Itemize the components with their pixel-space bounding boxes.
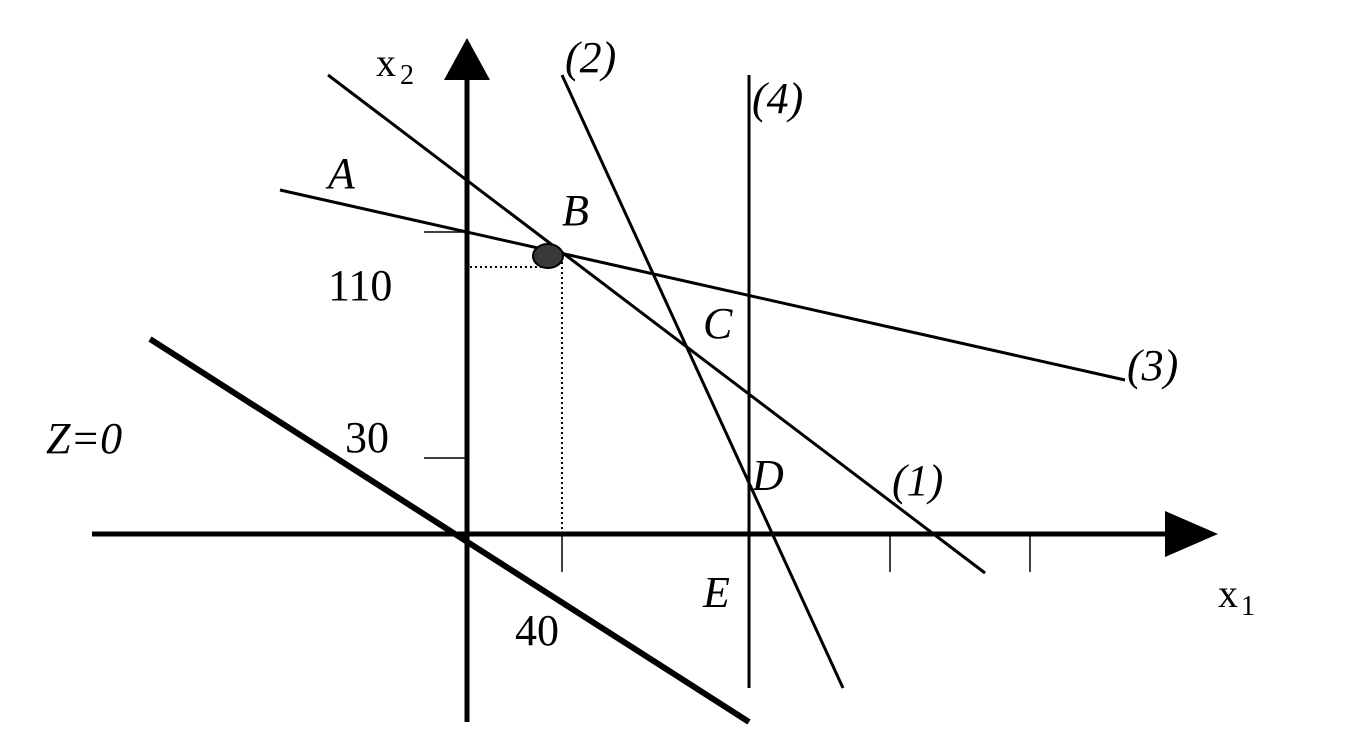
point-e-label: E — [702, 568, 730, 617]
objective-label: Z=0 — [46, 414, 122, 463]
optimal-point-b — [532, 243, 564, 269]
objective-line — [148, 336, 751, 725]
x-axis-label: x — [1218, 571, 1238, 616]
point-c-label: C — [703, 299, 733, 348]
constraint-line-3 — [279, 188, 1126, 382]
tick-label-30: 30 — [345, 413, 389, 462]
line-2-label: (2) — [565, 33, 616, 82]
tick-label-40: 40 — [515, 606, 559, 655]
point-a-label: A — [325, 149, 356, 198]
line-3-label: (3) — [1127, 341, 1178, 390]
y-axis-arrowhead — [444, 38, 490, 80]
line-4-label: (4) — [752, 74, 803, 123]
y-axis-label: x — [376, 40, 396, 85]
x-axis-arrowhead — [1165, 511, 1218, 557]
x-axis-subscript: 1 — [1241, 591, 1255, 622]
line-1-label: (1) — [892, 456, 943, 505]
point-b-label: B — [562, 186, 589, 235]
tick-label-110: 110 — [328, 261, 392, 310]
constraint-line-1 — [327, 73, 986, 575]
y-axis-subscript: 2 — [400, 60, 414, 91]
constraint-line-2 — [560, 74, 845, 689]
point-d-label: D — [751, 451, 784, 500]
